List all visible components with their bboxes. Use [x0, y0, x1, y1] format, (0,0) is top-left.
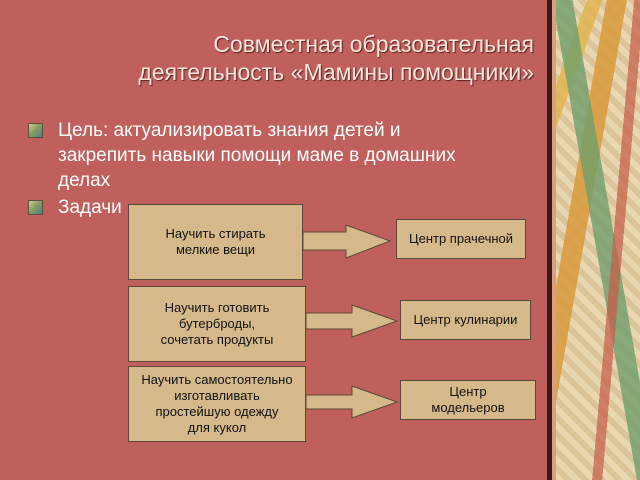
center-label: модельеров — [431, 400, 505, 415]
center-box-1: Центр прачечной — [396, 219, 526, 259]
slide-frame-light — [552, 0, 556, 480]
task-box-3: Научить самостоятельно изготавливать про… — [128, 366, 306, 442]
title-line-1: Совместная образовательная — [213, 31, 534, 57]
task-box-1: Научить стирать мелкие вещи — [128, 204, 303, 280]
bullet-tasks-text: Задачи — [58, 197, 122, 218]
task-line: изготавливать — [174, 388, 260, 403]
center-label: Центр — [449, 384, 487, 399]
arrow-3 — [305, 385, 399, 419]
center-label: Центр кулинарии — [413, 312, 518, 327]
center-label: Центр прачечной — [408, 231, 514, 246]
bullet-goal-line: закрепить навыки помощи маме в домашних — [58, 145, 456, 166]
bullet-icon — [28, 200, 43, 215]
bullet-goal: Цель: актуализировать знания детей и зак… — [20, 118, 480, 193]
bullet-goal-line: делах — [58, 170, 111, 191]
task-line: сочетать продукты — [160, 332, 274, 347]
arrow-2 — [305, 304, 399, 338]
task-line: Научить готовить — [164, 300, 270, 315]
bullet-icon — [28, 123, 43, 138]
center-box-3: Центр модельеров — [400, 380, 536, 420]
task-line: Научить самостоятельно — [141, 372, 293, 387]
title-line-2: деятельность «Мамины помощники» — [138, 59, 534, 85]
slide: Совместная образовательная деятельность … — [20, 30, 536, 442]
decorative-side-panel — [556, 0, 640, 480]
center-box-2: Центр кулинарии — [400, 300, 531, 340]
task-line: простейшую одежду — [155, 404, 279, 419]
task-line: для кукол — [187, 420, 247, 435]
arrow-1 — [302, 224, 392, 259]
bullet-goal-text: Цель: актуализировать знания детей и зак… — [58, 118, 456, 193]
decorative-stripe — [556, 0, 640, 480]
task-line: мелкие вещи — [175, 242, 256, 257]
task-box-2: Научить готовить бутерброды, сочетать пр… — [128, 286, 306, 362]
slide-frame-dark — [547, 0, 552, 480]
task-line: бутерброды, — [178, 316, 256, 331]
slide-title: Совместная образовательная деятельность … — [60, 30, 534, 86]
task-line: Научить стирать — [165, 226, 266, 241]
bullet-list: Цель: актуализировать знания детей и зак… — [20, 118, 480, 222]
bullet-tasks: Задачи — [20, 195, 480, 220]
bullet-goal-line: Цель: актуализировать знания детей и — [58, 120, 401, 141]
